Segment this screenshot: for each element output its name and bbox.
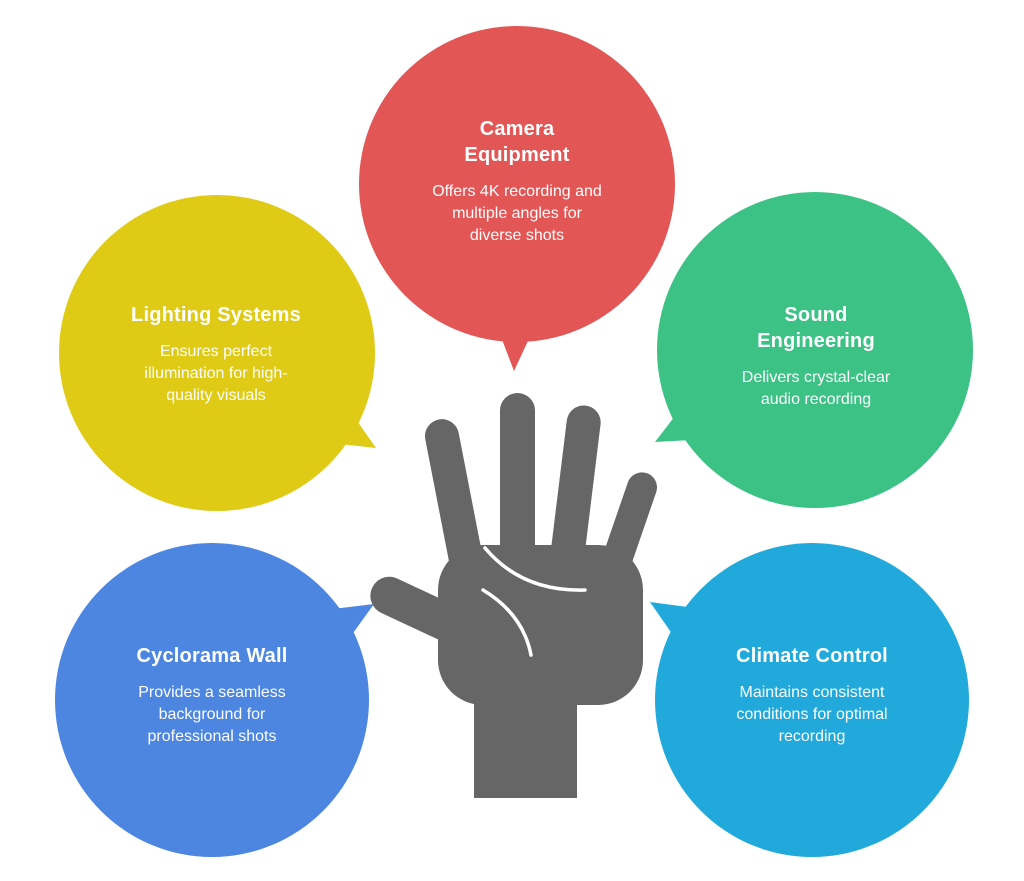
bubble-shape-climate-control (650, 543, 969, 857)
bubble-shape-camera-equipment (359, 26, 675, 371)
palm-line-lower (481, 588, 533, 657)
bubble-shape-sound-engineering (655, 192, 973, 508)
middle-finger (500, 393, 535, 568)
wrist (474, 650, 577, 798)
ring-finger (551, 405, 601, 565)
index-finger (424, 419, 484, 577)
bubble-shape-cyclorama-wall (55, 543, 374, 857)
hand-icon (370, 393, 657, 798)
palm-line-upper (483, 546, 587, 592)
bubble-shape-lighting-systems (59, 195, 376, 511)
